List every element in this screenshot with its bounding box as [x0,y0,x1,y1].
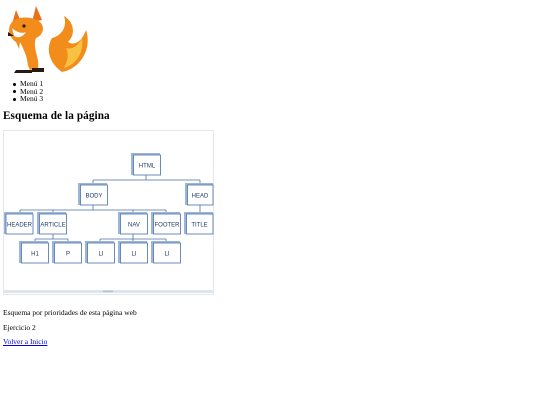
menu-item-label: Menú 1 [20,79,44,88]
diagram-node-header: HEADER [4,212,34,235]
diagram-node-li-1: LI [85,241,115,264]
node-label: LI [164,252,169,258]
node-label: LI [98,252,103,258]
diagram-node-li-3: LI [151,241,181,264]
back-to-home-link[interactable]: Volver a Inicio [3,337,48,346]
node-label: ARTICLE [40,223,65,229]
diagram-caption: Esquema por prioridades de esta página w… [3,308,137,317]
menu-item-label: Menú 3 [20,94,44,104]
node-label: NAV [128,223,140,229]
menu-item-1[interactable]: Menú 1 [12,79,44,88]
menu-item-3[interactable]: Menú 3 [12,94,44,104]
diagram-border [3,130,214,295]
main-menu: Menú 1 Menú 2 Menú 3 [12,79,44,104]
diagram-node-head: HEAD [185,183,214,206]
diagram-node-h1: H1 [19,241,49,264]
page-title: Esquema de la página [3,110,110,122]
diagram-node-li-2: LI [118,241,148,264]
node-label: HTML [139,164,156,170]
menu-item-label: Menú 2 [20,86,44,96]
menu-item-2[interactable]: Menú 2 [12,86,44,96]
diagram-node-nav: NAV [118,212,148,235]
node-label: H1 [31,252,39,258]
node-label: BODY [85,194,102,200]
diagram-node-article: ARTICLE [37,212,67,235]
diagram-scroll-thumb [103,290,113,293]
diagram-node-title: TITLE [184,212,214,235]
node-label: LI [131,252,136,258]
exercise-label: Ejercicio 2 [3,323,36,332]
diagram-node-p: P [52,241,82,264]
node-label: HEAD [192,194,209,200]
page-structure-diagram: HTML BODY HEAD HEADER ARTICLE NAV FOOTER… [3,130,214,295]
node-label: FOOTER [155,223,181,229]
node-label: P [66,252,70,258]
diagram-node-footer: FOOTER [151,212,181,235]
diagram-node-html: HTML [131,153,161,176]
node-label: TITLE [191,223,207,229]
fox-logo-icon [8,6,88,73]
node-label: HEADER [7,223,33,229]
diagram-node-body: BODY [78,183,108,206]
